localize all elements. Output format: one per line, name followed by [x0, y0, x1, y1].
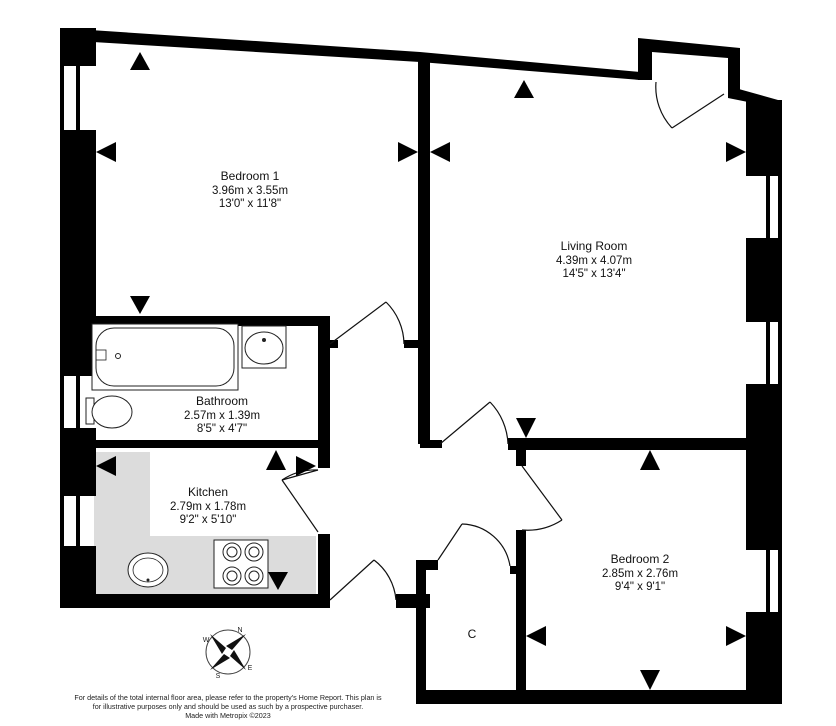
footer-line3: Made with Metropix ©2023: [185, 711, 271, 720]
footer-line2: for illustrative purposes only and shoul…: [93, 702, 364, 711]
cupboard-label: C: [468, 627, 477, 641]
bedroom1-name: Bedroom 1: [221, 169, 280, 183]
kitchen-name: Kitchen: [188, 485, 228, 499]
bedroom2-imperial: 9'4" x 9'1": [615, 581, 665, 593]
compass-n: N: [237, 627, 242, 634]
bathroom-name: Bathroom: [196, 394, 248, 408]
bathroom-imperial: 8'5" x 4'7": [197, 423, 247, 435]
living-metric: 4.39m x 4.07m: [556, 255, 632, 267]
bathtub: [91, 323, 239, 391]
compass-needle-n: [226, 634, 246, 650]
toilet: [85, 395, 133, 429]
measurement-arrows: [96, 52, 746, 690]
compass-e: E: [248, 665, 253, 672]
compass: N E S W: [203, 627, 253, 680]
door-swings: [281, 81, 725, 601]
bathroom-sink: [241, 325, 287, 369]
living-imperial: 14'5" x 13'4": [562, 268, 625, 280]
internal-walls: [86, 58, 758, 704]
compass-needle-e: [230, 650, 246, 670]
footer-line1: For details of the total internal floor …: [74, 693, 382, 702]
room-label-bedroom1: Bedroom 1 3.96m x 3.55m 13'0" x 11'8": [212, 169, 288, 210]
footer-disclaimer: For details of the total internal floor …: [74, 693, 382, 720]
kitchen-sink: [127, 552, 169, 588]
compass-s: S: [216, 673, 221, 680]
room-label-bathroom: Bathroom 2.57m x 1.39m 8'5" x 4'7": [184, 394, 260, 435]
room-label-kitchen: Kitchen 2.79m x 1.78m 9'2" x 5'10": [170, 485, 246, 526]
bedroom2-name: Bedroom 2: [611, 552, 670, 566]
compass-needle-s: [210, 654, 230, 670]
kitchen-imperial: 9'2" x 5'10": [180, 514, 237, 526]
compass-needle-w: [210, 634, 226, 654]
external-walls: [60, 28, 782, 704]
bedroom1-imperial: 13'0" x 11'8": [219, 198, 281, 210]
hob: [213, 539, 269, 589]
bedroom2-metric: 2.85m x 2.76m: [602, 568, 678, 580]
kitchen-metric: 2.79m x 1.78m: [170, 501, 246, 513]
bathroom-metric: 2.57m x 1.39m: [184, 410, 260, 422]
living-name: Living Room: [561, 239, 628, 253]
room-label-bedroom2: Bedroom 2 2.85m x 2.76m 9'4" x 9'1": [602, 552, 678, 593]
compass-w: W: [203, 637, 210, 644]
room-label-living: Living Room 4.39m x 4.07m 14'5" x 13'4": [556, 239, 632, 280]
bedroom1-metric: 3.96m x 3.55m: [212, 185, 288, 197]
